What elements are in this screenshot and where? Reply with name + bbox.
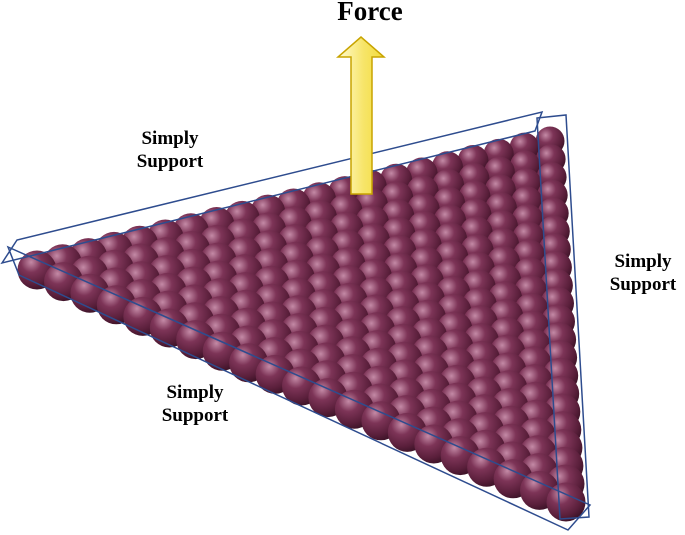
support-label-right-line2: Support [609, 273, 677, 295]
sphere-lattice [17, 126, 586, 522]
support-label-bottom-edge: Simply Support [135, 382, 255, 428]
support-outline-right-edge [536, 114, 590, 520]
support-label-bottom-line2: Support [161, 404, 229, 426]
support-label-left-edge: Simply Support [110, 128, 230, 174]
support-outline-bottom-edge [6, 245, 592, 531]
force-label-text: Force [337, 0, 403, 26]
support-label-left-line2: Support [136, 150, 204, 172]
support-label-right-line1: Simply [614, 251, 672, 272]
force-arrow [335, 36, 387, 195]
support-label-right-edge: Simply Support [588, 251, 685, 297]
support-label-bottom-line1: Simply [166, 382, 224, 403]
support-label-left-line1: Simply [141, 128, 199, 149]
sphere [546, 482, 586, 522]
force-label: Force [300, 0, 440, 27]
